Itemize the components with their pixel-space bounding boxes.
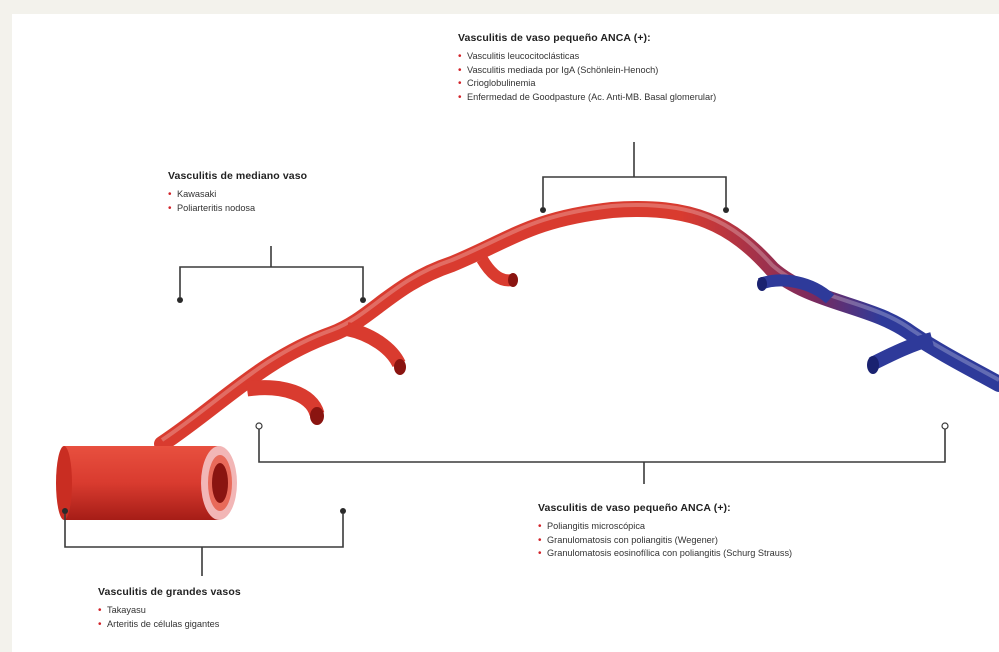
- bracket-small-anca-pos: [259, 429, 945, 484]
- list-item: Granulomatosis eosinofílica con poliangi…: [538, 547, 877, 561]
- artery-branch-3: [482, 259, 512, 280]
- small-vessel-anca-neg-title: Vasculitis de vaso pequeño ANCA (+):: [458, 32, 716, 44]
- small-vessel-anca-pos-title: Vasculitis de vaso pequeño ANCA (+):: [538, 502, 898, 514]
- vein-branch-2: [872, 339, 932, 364]
- large-vessel-block: Vasculitis de grandes vasos Takayasu Art…: [98, 586, 241, 631]
- list-item: Takayasu: [98, 604, 241, 618]
- artery-branch-1: [247, 388, 317, 414]
- list-item: Kawasaki: [168, 188, 307, 202]
- medium-vessel-block: Vasculitis de mediano vaso Kawasaki Poli…: [168, 170, 307, 215]
- list-item: Granulomatosis con poliangitis (Wegener): [538, 534, 898, 548]
- list-item: Arteritis de células gigantes: [98, 618, 241, 632]
- vessel-trunk: [162, 209, 999, 444]
- artery-branch-2: [347, 329, 399, 364]
- list-item: Enfermedad de Goodpasture (Ac. Anti-MB. …: [458, 91, 716, 105]
- large-vessel-title: Vasculitis de grandes vasos: [98, 586, 241, 598]
- list-item: Poliarteritis nodosa: [168, 202, 307, 216]
- medium-vessel-title: Vasculitis de mediano vaso: [168, 170, 307, 182]
- large-vessel-cylinder: [56, 446, 237, 520]
- list-item: Vasculitis leucocitoclásticas: [458, 50, 716, 64]
- small-vessel-anca-neg-block: Vasculitis de vaso pequeño ANCA (+): Vas…: [458, 32, 716, 104]
- bracket-medium: [180, 246, 363, 297]
- small-vessel-anca-pos-block: Vasculitis de vaso pequeño ANCA (+): Pol…: [538, 502, 898, 561]
- list-item: Poliangitis microscópica: [538, 520, 898, 534]
- bracket-large: [65, 514, 343, 576]
- list-item: Vasculitis mediada por IgA (Schönlein-He…: [458, 64, 716, 78]
- bracket-small-anca-neg: [543, 142, 726, 207]
- diagram-card: Vasculitis de vaso pequeño ANCA (+): Vas…: [12, 14, 999, 652]
- list-item: Crioglobulinemia: [458, 77, 716, 91]
